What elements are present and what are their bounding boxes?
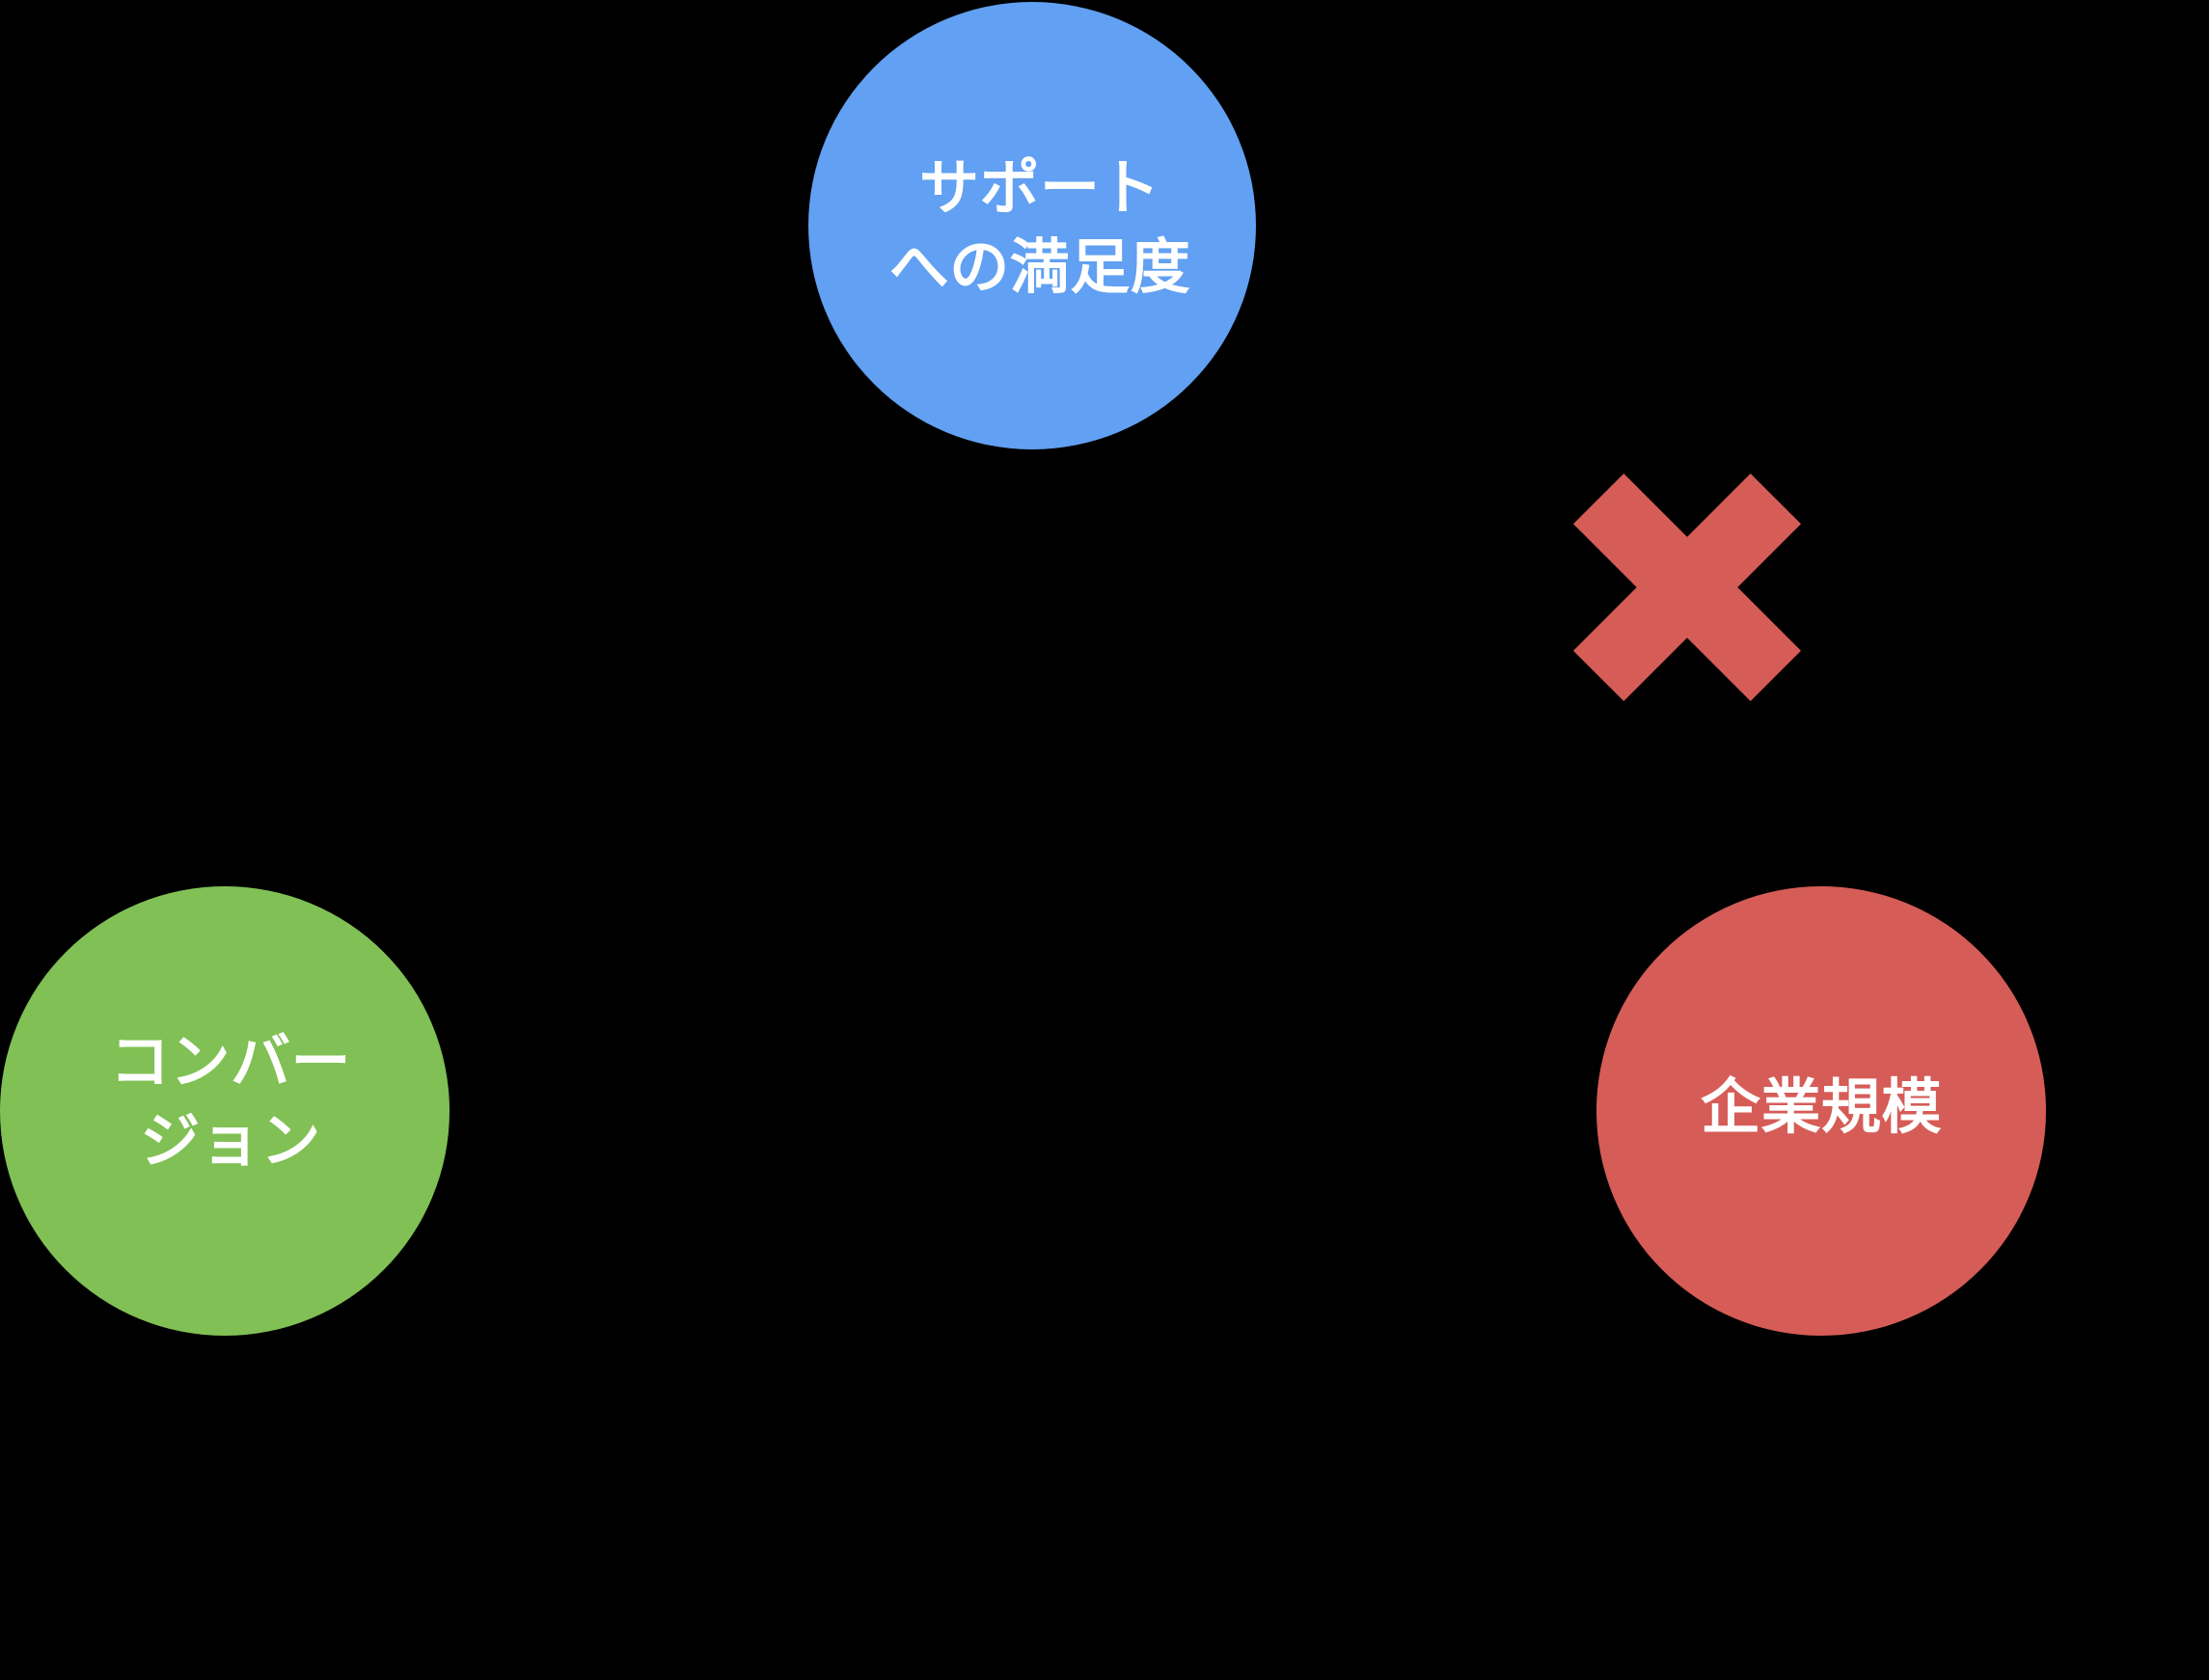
node-conversion-label: コンバー ジョン <box>109 1026 351 1176</box>
cross-bar-down-left <box>1573 474 1801 701</box>
node-support-satisfaction[interactable]: サポート への満足度 <box>808 2 1256 449</box>
cross-mark-bars <box>1573 474 1801 701</box>
node-conversion[interactable]: コンバー ジョン <box>0 886 450 1336</box>
cross-mark-glyph <box>1573 474 1801 701</box>
node-support-satisfaction-label: サポート への満足度 <box>888 152 1191 302</box>
node-company-size[interactable]: 企業規模 <box>1596 886 2046 1336</box>
node-company-size-label: 企業規模 <box>1700 1071 1942 1143</box>
cross-mark-icon <box>1573 474 1801 701</box>
